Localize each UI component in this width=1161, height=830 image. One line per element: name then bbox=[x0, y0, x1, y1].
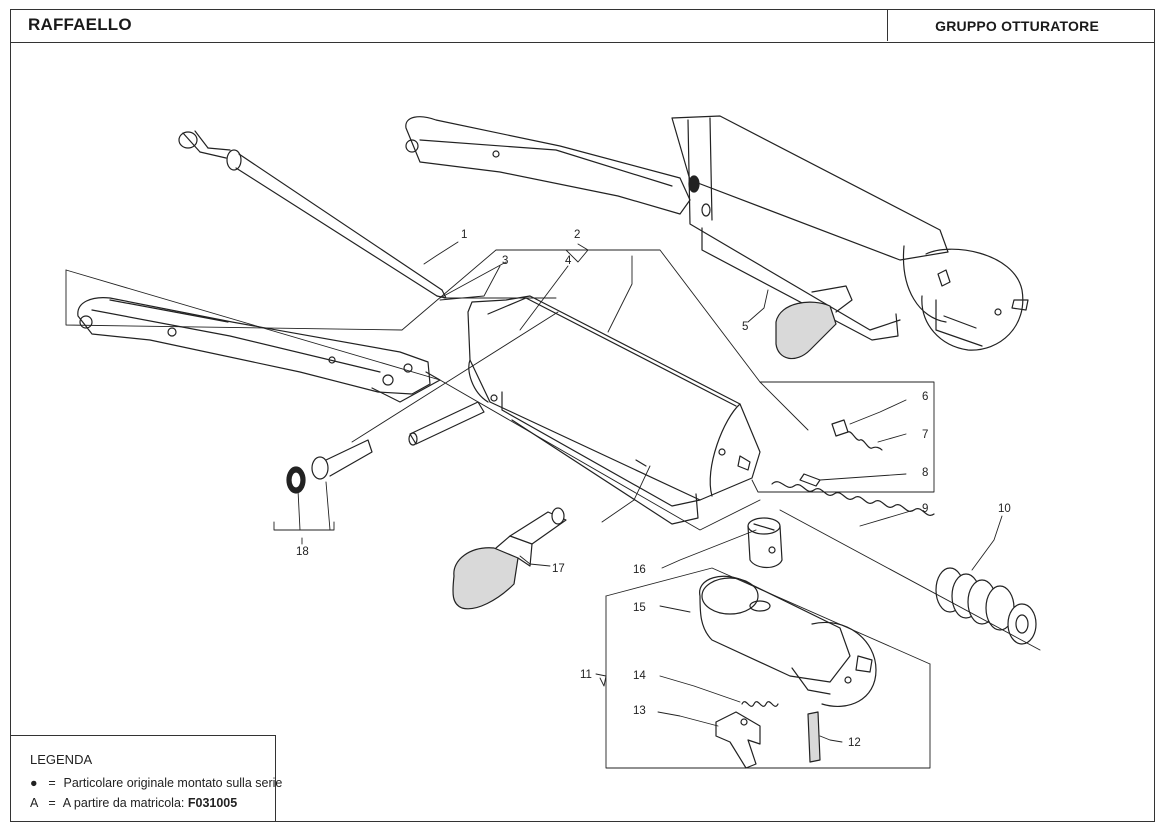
legend-dot-symbol: ● bbox=[30, 776, 38, 790]
callout-numbers: 1 2 3 4 5 6 7 8 9 10 11 12 13 14 15 16 1… bbox=[296, 229, 1011, 749]
legend-a-symbol: A bbox=[30, 796, 39, 810]
legend-row2-text: A partire da matricola: bbox=[62, 796, 188, 810]
page-frame bbox=[10, 9, 1155, 822]
callout-12: 12 bbox=[848, 737, 861, 749]
part-15-cocking-body bbox=[699, 575, 877, 708]
callout-8: 8 bbox=[922, 467, 928, 479]
callout-18: 18 bbox=[296, 546, 309, 558]
part-16-pin-head bbox=[747, 517, 783, 569]
callout-17: 17 bbox=[552, 563, 565, 575]
legend-row-original-part: ● = Particolare originale montato sulla s… bbox=[30, 776, 282, 790]
part-17-handle bbox=[452, 507, 567, 610]
callout-3: 3 bbox=[502, 255, 508, 267]
callout-1: 1 bbox=[461, 229, 467, 241]
callout-7: 7 bbox=[922, 429, 928, 441]
title-block: RAFFAELLO GRUPPO OTTURATORE bbox=[10, 9, 1155, 43]
legend-box: LEGENDA ● = Particolare originale montato… bbox=[10, 735, 282, 822]
part-3-link-arm bbox=[77, 297, 441, 403]
callout-5: 5 bbox=[742, 321, 748, 333]
model-title: RAFFAELLO bbox=[28, 15, 132, 34]
legend-title: LEGENDA bbox=[30, 752, 93, 767]
part-13-latch bbox=[715, 711, 761, 769]
legend-equals: = bbox=[48, 776, 56, 790]
legend-serial-number: F031005 bbox=[187, 796, 238, 810]
part-5-assembled-breech bbox=[405, 115, 1029, 360]
legend-equals-2: = bbox=[48, 796, 56, 810]
callout-14: 14 bbox=[633, 670, 646, 682]
part-12-pin bbox=[807, 711, 821, 763]
part-14-spring bbox=[741, 701, 779, 707]
callout-9: 9 bbox=[922, 503, 928, 515]
part-9-spring bbox=[771, 481, 935, 516]
legend-row1-text: Particolare originale montato sulla seri… bbox=[63, 776, 283, 790]
parts-6-7-8-small bbox=[799, 419, 883, 487]
leader-lines bbox=[301, 241, 1003, 743]
assembly-guide-lines bbox=[65, 249, 1041, 769]
part-1-rod bbox=[178, 130, 447, 299]
callout-2: 2 bbox=[574, 229, 580, 241]
legend-row-serial: A = A partire da matricola: F031005 bbox=[30, 796, 237, 810]
callout-11: 11 bbox=[580, 669, 592, 681]
callout-10: 10 bbox=[998, 503, 1011, 515]
callout-16: 16 bbox=[633, 564, 646, 576]
callout-15: 15 bbox=[633, 602, 646, 614]
section-title: GRUPPO OTTURATORE bbox=[935, 18, 1099, 34]
callout-4: 4 bbox=[565, 255, 572, 267]
title-cell: RAFFAELLO bbox=[10, 9, 888, 41]
part-18-screw-washer bbox=[286, 439, 373, 494]
callout-6: 6 bbox=[922, 391, 928, 403]
part-2-bolt-body bbox=[467, 295, 761, 525]
part-10-buffer bbox=[935, 567, 1037, 645]
callout-13: 13 bbox=[633, 705, 646, 717]
part-4-pin bbox=[408, 401, 485, 446]
